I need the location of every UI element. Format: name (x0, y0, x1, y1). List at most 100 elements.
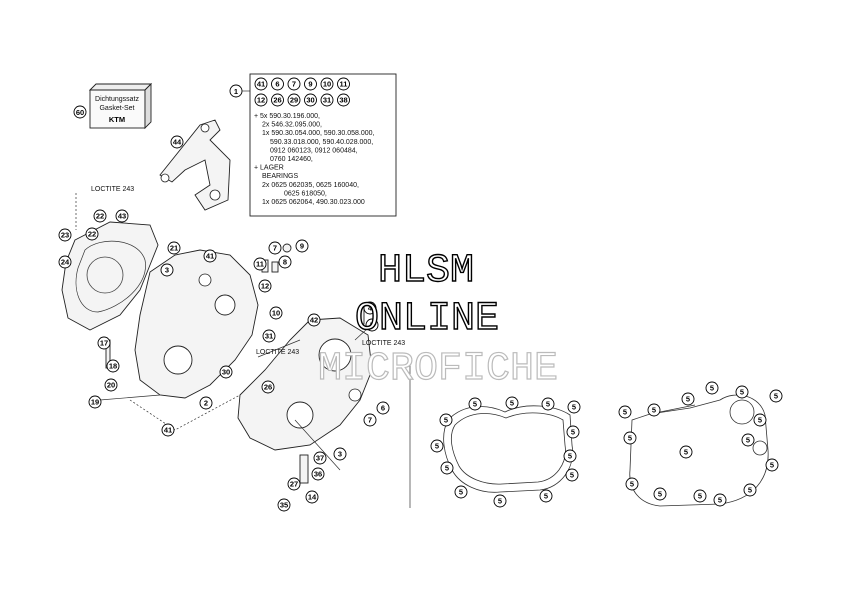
gasket-bolt-callout: 5 (623, 431, 637, 445)
part-callout: 8 (278, 255, 292, 269)
callout-number: 6 (381, 404, 385, 413)
gasket-bolt-callout: 5 (647, 403, 661, 417)
part-callout: 10 (269, 306, 283, 320)
callout-number: 29 (290, 96, 298, 105)
callout-number: 2 (204, 399, 208, 408)
callout-number: 5 (684, 448, 688, 457)
part-callout: 36 (311, 467, 325, 481)
part-callout: 30 (219, 365, 233, 379)
gasket-set-callout-circle (73, 105, 87, 119)
gasket-bolt-callout: 5 (565, 468, 579, 482)
kit-item-callout: 29 (287, 93, 301, 107)
callout-number: 36 (314, 470, 322, 479)
part-callout: 35 (277, 498, 291, 512)
kit-item-callout: 38 (337, 93, 350, 107)
part-callout: 9 (295, 239, 309, 253)
part-callout: 27 (287, 477, 301, 491)
callout-number: 5 (698, 492, 702, 501)
gasket-bolt-callout: 5 (493, 494, 507, 508)
kit-item-callout: 30 (304, 93, 317, 107)
callout-number: 5 (445, 464, 449, 473)
part-callout: 42 (307, 313, 321, 327)
gasket-bolt-callout: 5 (468, 397, 482, 411)
gasket-bolt-callout: 5 (430, 439, 444, 453)
watermark-line-2: ONLINE (355, 297, 499, 342)
callout-number: 5 (498, 497, 502, 506)
callout-number: 9 (308, 80, 312, 89)
kit-parts-line: + 5x 590.30.196.000, (254, 113, 320, 120)
crankcase-right-half (237, 317, 373, 451)
callout-number: 5 (459, 488, 463, 497)
kit-parts-line: 1x 0625 062064, 490.30.023.000 (262, 199, 365, 206)
callout-number: 20 (107, 381, 115, 390)
callout-number: 5 (623, 408, 627, 417)
gasket-bolt-callout: 5 (743, 483, 757, 497)
gasket-bolt-callout: 5 (705, 381, 719, 395)
callout-number: 41 (164, 426, 172, 435)
part-callout: 21 (167, 241, 181, 255)
kit-parts-line: 2x 0625 062035, 0625 160040, (262, 182, 359, 189)
loctite-label: LOCTITE 243 (362, 340, 405, 347)
callout-number: 30 (306, 96, 314, 105)
callout-number: 7 (273, 244, 277, 253)
callout-number: 17 (100, 339, 108, 348)
gasket-bolt-callout: 5 (566, 425, 580, 439)
callout-number: 5 (444, 416, 448, 425)
kit-parts-list: + 5x 590.30.196.000, 2x 546.32.095.000, 1x… (254, 113, 375, 206)
loctite-label: LOCTITE 243 (91, 186, 134, 193)
gasket-bolt-callout: 5 (439, 413, 453, 427)
part-callout: 26 (261, 380, 275, 394)
callout-number: 43 (118, 212, 126, 221)
callout-number: 5 (510, 399, 514, 408)
callout-number: 19 (91, 398, 99, 407)
callout-number: 11 (256, 260, 264, 269)
callout-number: 5 (758, 416, 762, 425)
part-callout: 18 (106, 359, 120, 373)
callout-number: 5 (748, 486, 752, 495)
part-callout: 19 (88, 395, 102, 409)
callout-number: 5 (770, 461, 774, 470)
gasket-bolt-callout: 5 (454, 485, 468, 499)
gasket-left-view (443, 405, 574, 493)
gasket-bolt-callout: 5 (539, 489, 553, 503)
part-callout: 31 (262, 329, 276, 343)
part-callout: 37 (313, 451, 327, 465)
callout-number: 37 (316, 454, 324, 463)
callout-number: 5 (740, 388, 744, 397)
callout-number: 5 (544, 492, 548, 501)
part-callout: 20 (104, 378, 118, 392)
crankcase-left-half (134, 249, 259, 399)
kit-parts-line: 0625 618050, (284, 190, 327, 197)
gasket-bolt-callout: 5 (625, 477, 639, 491)
kit-callout: 1 (234, 87, 238, 96)
callout-number: 24 (61, 258, 70, 267)
callout-number: 5 (718, 496, 722, 505)
gasket-bolt-callout: 5 (681, 392, 695, 406)
kit-parts-line: BEARINGS (262, 173, 299, 180)
callout-number: 31 (323, 96, 331, 105)
kit-parts-line: 2x 546.32.095.000, (262, 122, 322, 129)
kit-item-callout: 7 (287, 77, 301, 91)
part-callout: 12 (258, 279, 272, 293)
callout-number: 5 (435, 442, 439, 451)
callout-number: 18 (109, 362, 117, 371)
gasket-bolt-callout: 5 (440, 461, 454, 475)
gasket-bolt-callout: 5 (693, 489, 707, 503)
callout-number: 7 (292, 80, 296, 89)
kit-item-callout: 6 (271, 77, 284, 91)
callout-number: 5 (572, 403, 576, 412)
callout-number: 11 (340, 80, 348, 89)
part-callout: 17 (97, 336, 111, 350)
callout-number: 5 (570, 471, 574, 480)
callout-number: 14 (308, 493, 317, 502)
gasket-bolt-callout: 5 (618, 405, 632, 419)
part-callout: 22 (85, 227, 99, 241)
kit-item-callout: 31 (320, 93, 334, 107)
gasket-bolt-callout: 5 (765, 458, 779, 472)
part-callout: 7 (268, 241, 282, 255)
kit-item-callout: 12 (254, 93, 268, 107)
